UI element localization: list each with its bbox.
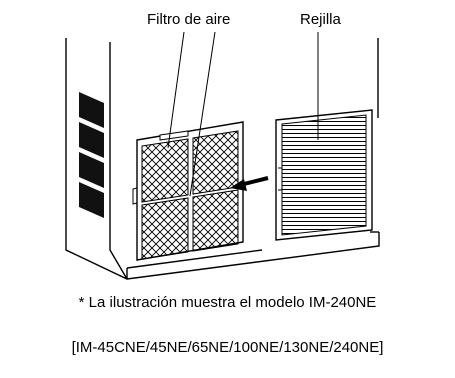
ice-machine-cabinet xyxy=(65,38,380,280)
illustration-note: * La ilustración muestra el modelo IM-24… xyxy=(78,294,377,311)
model-list: [IM-45CNE/45NE/65NE/100NE/130NE/240NE] xyxy=(71,339,384,356)
arrow-icon xyxy=(230,176,269,191)
side-vents xyxy=(79,92,104,218)
air-filter xyxy=(132,121,244,261)
grille xyxy=(275,109,373,241)
label-leader-lines xyxy=(167,31,319,197)
air-filter-label: Filtro de aire xyxy=(147,11,231,28)
grille-label: Rejilla xyxy=(300,11,341,28)
